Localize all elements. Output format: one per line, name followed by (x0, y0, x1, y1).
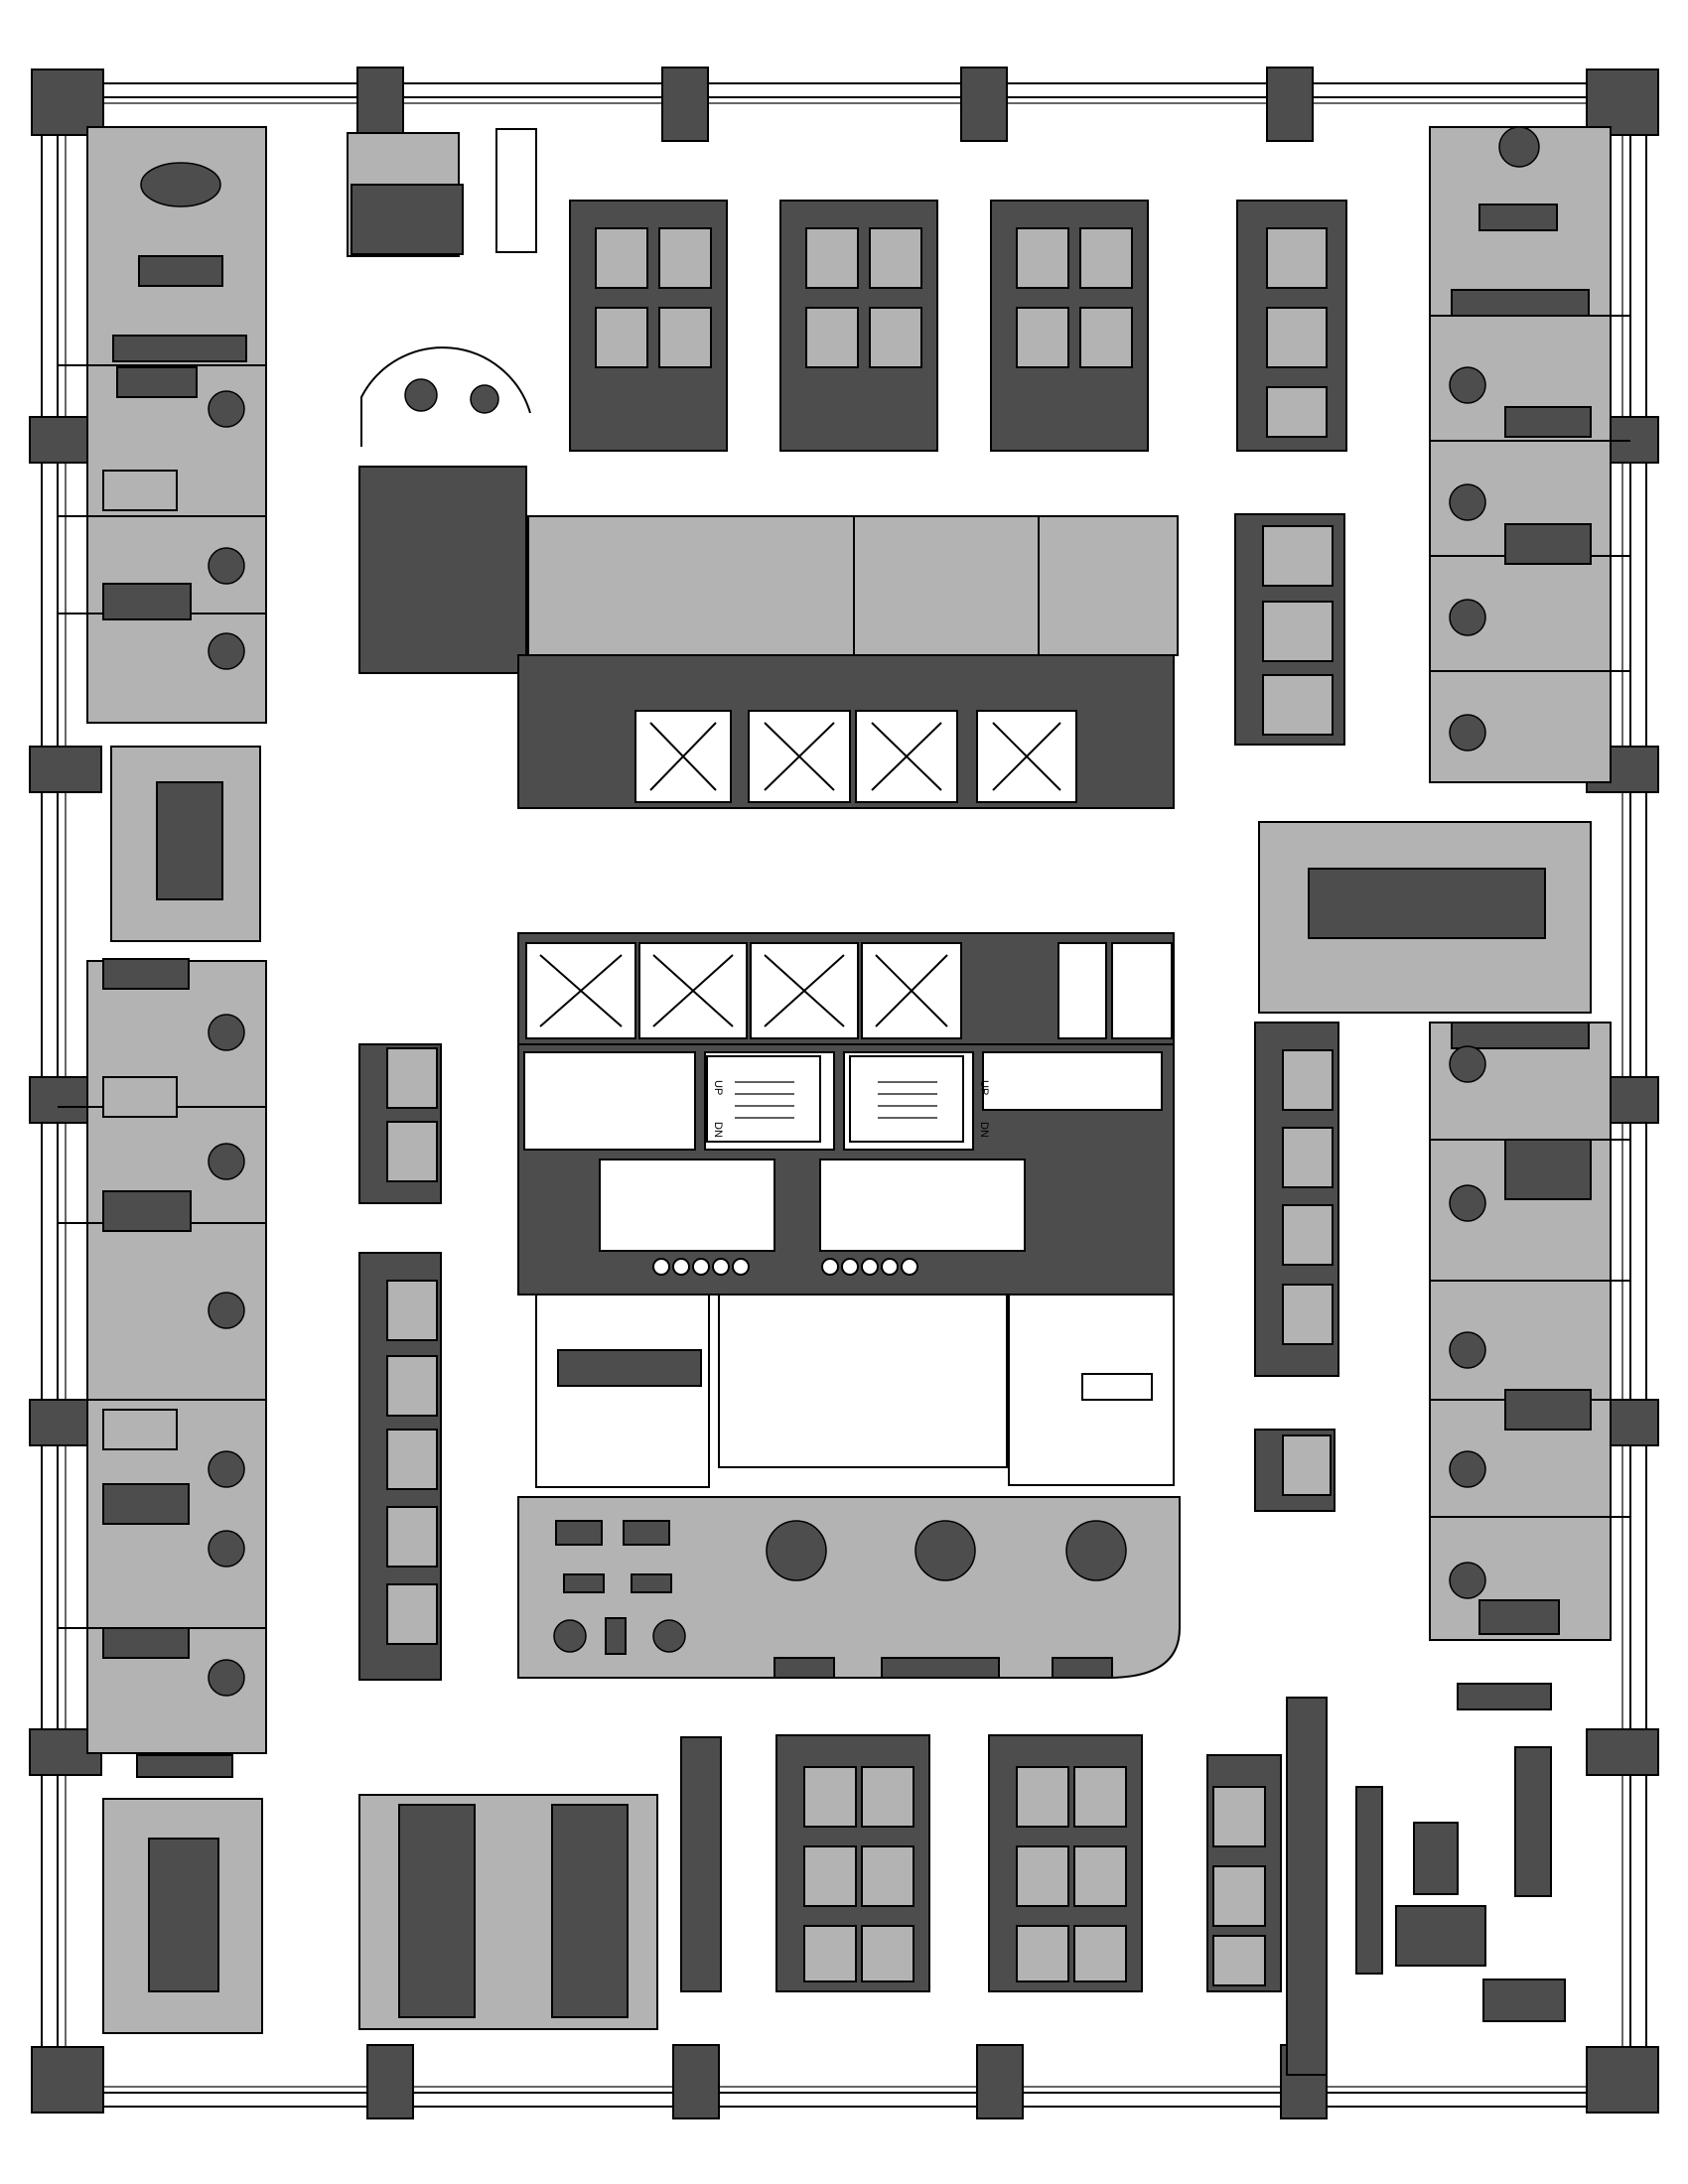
top-workstations (347, 128, 1347, 452)
stair-2: UP DN (849, 1055, 990, 1143)
bottom-workstations (358, 1734, 1282, 2030)
break-area (1286, 1683, 1566, 2076)
round-meeting-room (360, 346, 531, 447)
stair-1: UP DN (706, 1055, 821, 1143)
stair-2-up-label: UP (978, 1080, 990, 1095)
stair-2-dn-label: DN (978, 1122, 990, 1138)
left-workstation-banks (358, 1043, 442, 1681)
elevators (525, 710, 1077, 1039)
stair-1-up-label: UP (712, 1080, 724, 1095)
lounge-area (517, 1496, 1181, 1679)
right-perimeter-offices (1258, 126, 1630, 1641)
left-perimeter-offices (58, 126, 267, 2034)
restrooms (599, 1159, 1026, 1276)
right-workstation-banks (1234, 513, 1345, 1512)
stair-1-dn-label: DN (712, 1122, 724, 1138)
